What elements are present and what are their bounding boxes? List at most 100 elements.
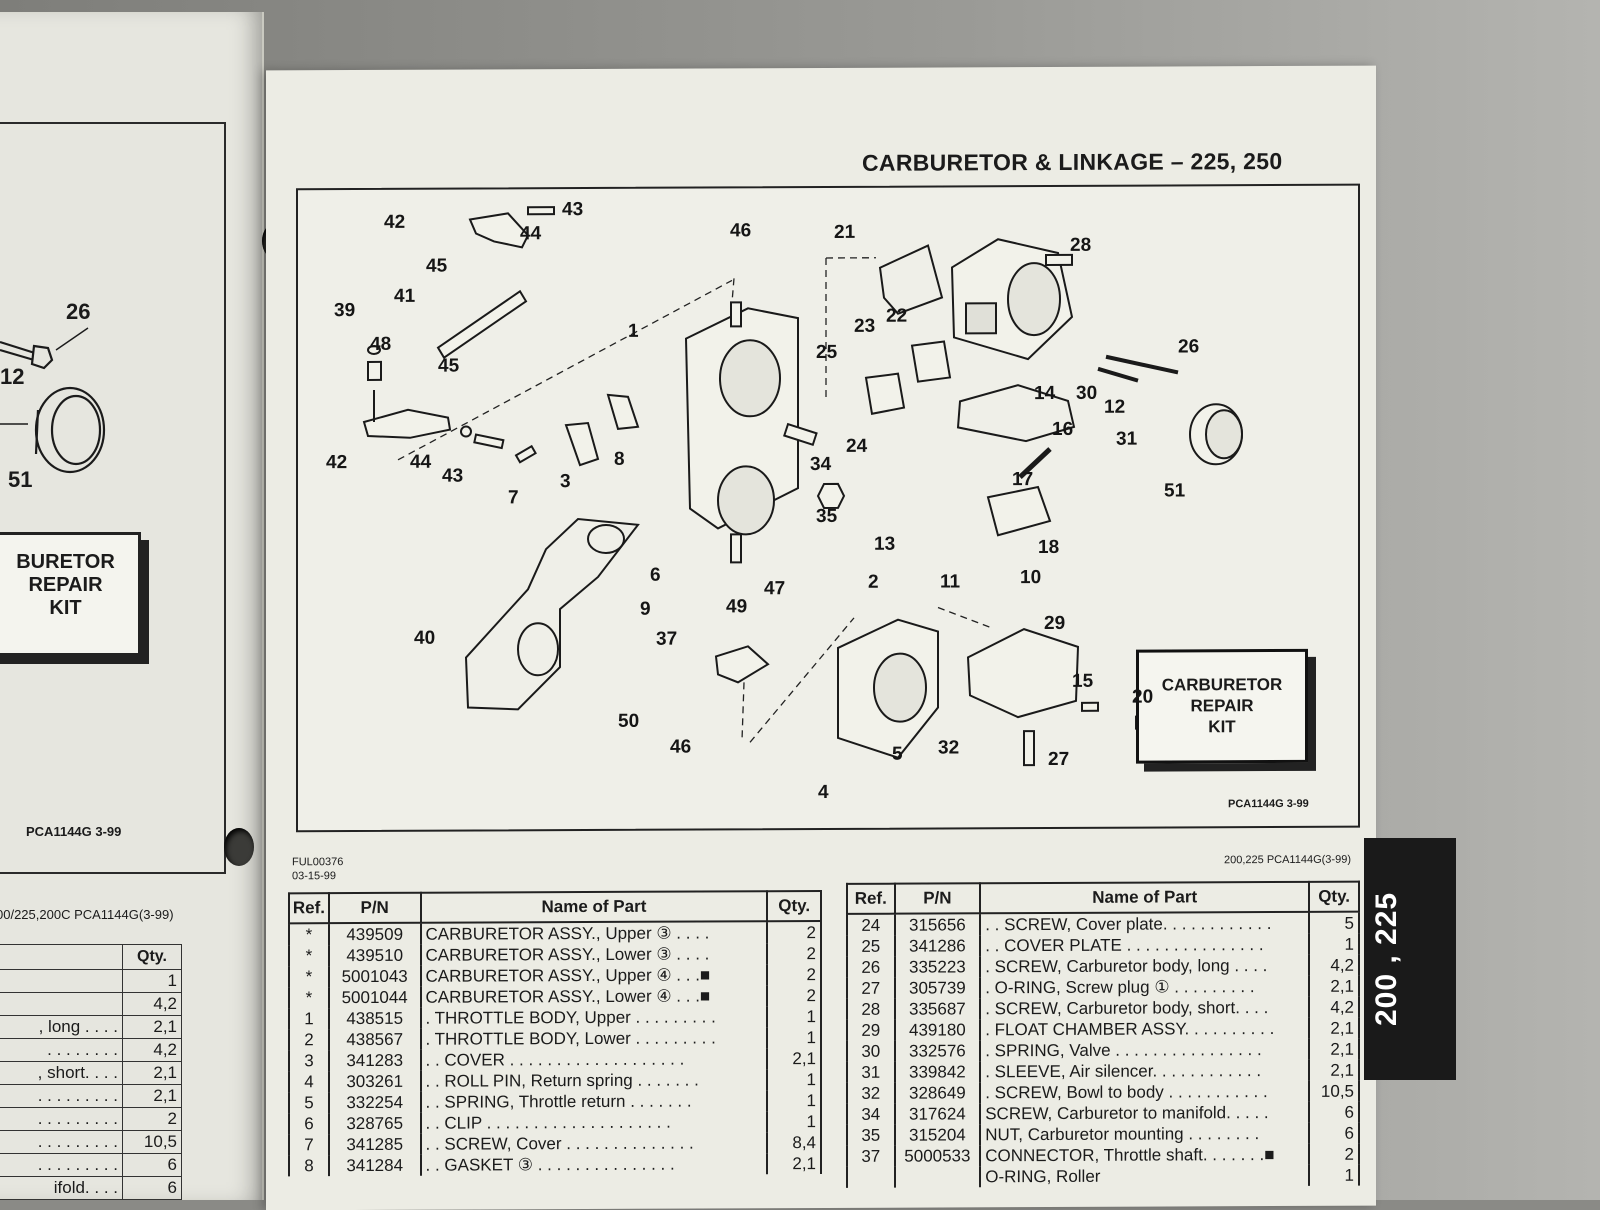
left-kit-line-2: REPAIR xyxy=(0,574,138,597)
left-cell-name: , short. . . . xyxy=(0,1062,122,1085)
cell-pn: 315204 xyxy=(895,1124,981,1145)
callout-20: 20 xyxy=(1132,687,1153,709)
callout-31: 31 xyxy=(1116,429,1137,451)
cell-qty: 1 xyxy=(767,1111,821,1132)
cell-qty: 2,1 xyxy=(1309,1039,1359,1060)
part-21-gasket xyxy=(880,245,942,313)
callout-2: 2 xyxy=(868,572,879,594)
cell-ref: * xyxy=(289,923,329,945)
cell-ref: 1 xyxy=(289,1008,329,1029)
part-15 xyxy=(1082,703,1098,711)
left-cell-name: . . . . . . . . . xyxy=(0,1108,122,1131)
cell-ref: 2 xyxy=(289,1029,329,1050)
callout-6: 6 xyxy=(650,565,661,587)
callout-46: 46 xyxy=(730,220,751,242)
left-cell-qty: 4,2 xyxy=(122,1039,181,1062)
left-cell-qty: 6 xyxy=(122,1154,181,1177)
cell-qty: 2 xyxy=(1309,1144,1359,1165)
cell-pn: 438515 xyxy=(329,1008,421,1029)
left-table-row: . . . . . . . .4,2 xyxy=(0,1039,182,1062)
cell-ref: 28 xyxy=(847,999,895,1020)
right-pn-header: P/N xyxy=(895,883,981,913)
cell-name: CARBURETOR ASSY., Upper ④ . . .■ xyxy=(421,964,768,987)
left-table-row: , long . . . .2,1 xyxy=(0,1016,182,1039)
callout-41: 41 xyxy=(394,286,415,308)
left-table-caption: 00/225,200C PCA1144G(3-99) xyxy=(0,907,174,922)
callout-35: 35 xyxy=(816,506,837,528)
callout-9: 9 xyxy=(640,599,651,621)
callout-4: 4 xyxy=(818,782,829,804)
cell-pn: 317624 xyxy=(895,1103,981,1124)
left-cell-name: . . . . . . . . . xyxy=(0,1154,122,1177)
cell-name: . SPRING, Valve . . . . . . . . . . . . … xyxy=(980,1039,1309,1061)
cell-ref: 35 xyxy=(847,1125,895,1146)
left-name-header: Name of Part xyxy=(421,891,768,923)
cell-pn: 328765 xyxy=(329,1113,421,1134)
callout-32: 32 xyxy=(938,737,959,759)
cell-ref: 29 xyxy=(847,1020,895,1041)
callout-37: 37 xyxy=(656,629,677,651)
cell-name: . . ROLL PIN, Return spring . . . . . . … xyxy=(421,1069,768,1092)
cell-ref: 6 xyxy=(289,1113,329,1134)
cell-name: . THROTTLE BODY, Lower . . . . . . . . . xyxy=(421,1027,768,1050)
cell-name: CARBURETOR ASSY., Upper ③ . . . . xyxy=(421,921,768,945)
left-pn-header: P/N xyxy=(329,893,421,923)
cell-qty: 2,1 xyxy=(1309,1060,1359,1081)
callout-14: 14 xyxy=(1034,383,1055,405)
left-table-row: . . . . . . . . .10,5 xyxy=(0,1131,182,1154)
left-table-row: 4,2 xyxy=(0,993,182,1016)
right-name-header: Name of Part xyxy=(980,882,1309,913)
cell-ref: * xyxy=(289,966,329,987)
callout-3: 3 xyxy=(560,471,571,493)
part-42-lower xyxy=(364,410,450,438)
cell-pn: 339842 xyxy=(895,1061,981,1082)
carburetor-repair-kit-box: CARBURETOR REPAIR KIT xyxy=(1136,649,1308,764)
left-cell-qty: 2,1 xyxy=(122,1016,181,1039)
cell-name: CARBURETOR ASSY., Lower ④ . . .■ xyxy=(421,985,768,1008)
part-40-gasket xyxy=(466,519,638,710)
callout-47: 47 xyxy=(764,578,785,600)
cell-qty: 4,2 xyxy=(1309,955,1359,976)
left-cell-name: . . . . . . . . . xyxy=(0,1085,122,1108)
cell-pn xyxy=(895,1166,981,1187)
left-table-row: ifold. . . .6 xyxy=(0,1177,182,1200)
callout-25: 25 xyxy=(816,342,837,364)
left-qty-header: Qty. xyxy=(122,945,181,970)
cell-name: NUT, Carburetor mounting . . . . . . . . xyxy=(980,1123,1309,1145)
left-ref-header: Ref. xyxy=(289,893,329,923)
part-26 xyxy=(1106,356,1178,372)
callout-39: 39 xyxy=(334,300,355,322)
cell-ref: 7 xyxy=(289,1134,329,1155)
callout-44: 44 xyxy=(520,223,541,245)
cell-pn: 335687 xyxy=(895,998,981,1019)
cell-pn: 315656 xyxy=(895,913,981,935)
left-callout-51: 51 xyxy=(8,467,32,493)
cell-name: CARBURETOR ASSY., Lower ③ . . . . xyxy=(421,943,768,966)
binder-hole-bottom xyxy=(224,828,254,866)
callout-48: 48 xyxy=(370,334,391,356)
cell-qty: 2,1 xyxy=(1309,976,1359,997)
left-figure-code: PCA1144G 3-99 xyxy=(26,824,121,839)
cell-qty: 2 xyxy=(767,964,821,985)
part-35 xyxy=(818,484,844,508)
left-table-row: , short. . . .2,1 xyxy=(0,1062,182,1085)
cell-ref: 3 xyxy=(289,1050,329,1071)
footer-date: 03-15-99 xyxy=(292,870,336,883)
left-repair-kit-box: BURETOR REPAIR KIT xyxy=(0,532,141,656)
callout-46: 46 xyxy=(670,737,691,759)
cell-ref: 8 xyxy=(289,1155,329,1176)
cell-qty: 1 xyxy=(767,1069,821,1090)
cell-qty: 2 xyxy=(767,921,821,943)
